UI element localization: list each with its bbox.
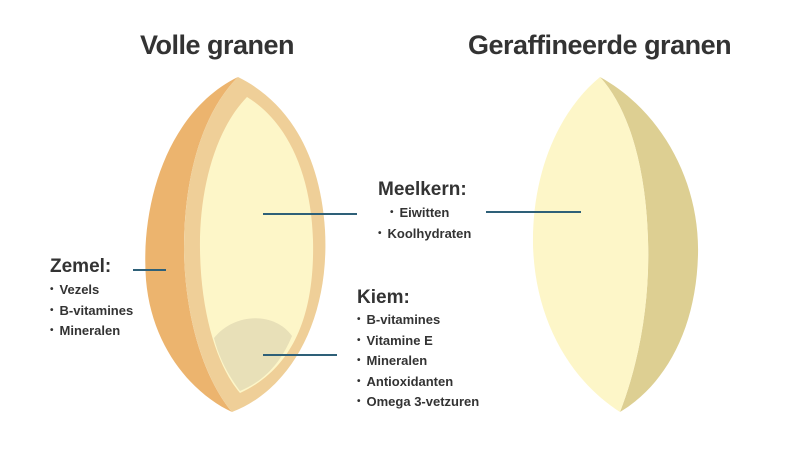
whole-grain-title: Volle granen [140, 30, 295, 60]
list-item: Vitamine E [357, 331, 479, 352]
refined-outer-side [600, 77, 699, 412]
list-item: Omega 3-vetzuren [357, 392, 480, 413]
list-item: B-vitamines [50, 301, 134, 322]
list-item: Antioxidanten [357, 372, 479, 393]
refined-endosperm [532, 77, 649, 412]
endosperm [199, 97, 314, 393]
list-item: Eiwitten [390, 203, 471, 224]
whole-grain [145, 77, 326, 412]
list-item: Mineralen [357, 351, 479, 372]
list-item: Koolhydraten [378, 224, 472, 245]
kiem-heading: Kiem: [357, 287, 410, 308]
meelkern-heading: Meelkern: [378, 179, 467, 200]
germ [214, 318, 292, 391]
zemel-heading: Zemel: [50, 256, 112, 277]
refined-grain-title: Geraffineerde granen [468, 30, 732, 60]
leader-lines [133, 211, 581, 356]
kiem-list: B-vitamines Vitamine E Mineralen Antioxi… [357, 310, 480, 413]
list-item: Vezels [50, 280, 133, 301]
list-item: B-vitamines [357, 310, 479, 331]
zemel-list: Vezels B-vitamines Mineralen [50, 280, 134, 342]
bran-layer [145, 77, 238, 412]
meelkern-list: Eiwitten Koolhydraten [388, 203, 472, 244]
refined-grain [532, 77, 699, 412]
list-item: Mineralen [50, 321, 133, 342]
